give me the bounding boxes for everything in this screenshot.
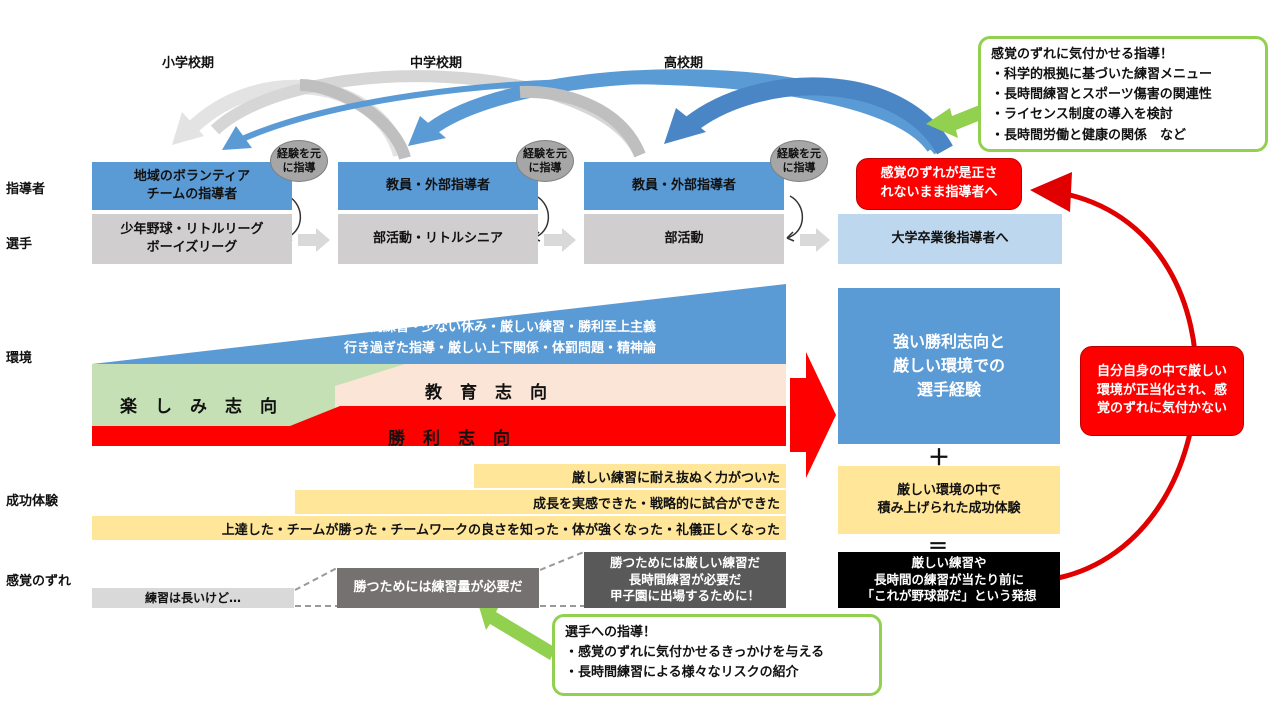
period-junior-high: 中学校期: [410, 56, 463, 71]
right-red-callout: 自分自身の中で厳しい 環境が正当化され、感 覚のずれに気付かない: [1080, 346, 1244, 436]
progress-arrows: [298, 228, 830, 252]
player-box-high: 部活動: [584, 214, 784, 264]
player-box-elementary: 少年野球・リトルリーグ ボーイズリーグ: [92, 214, 292, 264]
gap-result-box: 厳しい練習や 長時間の練習が当たり前に 「これが野球部だ」という発想: [838, 552, 1060, 608]
row-label-coach: 指導者: [6, 182, 46, 197]
experience-bubble: 経験を元 に指導: [516, 140, 574, 182]
victory-orientation: 勝利志向: [388, 429, 528, 449]
coach-box-elementary: 地域のボランティア チームの指導者: [92, 162, 292, 210]
period-elementary: 小学校期: [162, 56, 215, 71]
bottom-callout-title: 選手への指導！: [565, 625, 657, 640]
red-coach-box: 感覚のずれが是正さ れないまま指導者へ: [856, 158, 1022, 210]
coach-box-junior-high: 教員・外部指導者: [338, 162, 538, 210]
row-label-success: 成功体験: [6, 494, 59, 509]
plus-sign: ＋: [928, 446, 951, 471]
player-box-junior-high: 部活動・リトルシニア: [338, 214, 538, 264]
education-orientation: 教育志向: [425, 383, 565, 403]
return-arrows: [284, 195, 804, 242]
bottom-callout-item: ・感覚のずれに気付かせるきっかけを与える: [565, 645, 825, 661]
gap-box-junior-high: 勝つためには練習量が必要だ: [337, 568, 539, 608]
bottom-callout-item: ・長時間練習による様々なリスクの紹介: [565, 665, 799, 681]
experience-bubble: 経験を元 に指導: [270, 140, 328, 182]
row-label-environment: 環境: [6, 351, 33, 366]
player-box-after: 大学卒業後指導者へ: [838, 214, 1062, 264]
gap-box-high: 勝つためには厳しい練習だ 長時間練習が必要だ 甲子園に出場するために！: [584, 552, 786, 608]
gap-connectors: [294, 551, 585, 607]
success-row: 厳しい練習に耐え抜ぬく力がついた: [474, 464, 786, 488]
experience-bubble: 経験を元 に指導: [770, 140, 828, 182]
top-callout-item: ・科学的根拠に基づいた練習メニュー: [991, 67, 1213, 83]
curved-feedback-arrows: [172, 69, 953, 160]
top-callout-title: 感覚のずれに気付かせる指導！: [991, 47, 1174, 62]
top-callout-item: ・長時間労働と健康の関係 など: [991, 127, 1187, 143]
success-row: 成長を実感できた・戦略的に試合ができた: [295, 490, 786, 514]
gap-box-elementary: 練習は長いけど…: [92, 588, 294, 608]
row-label-gap: 感覚のずれ: [6, 574, 72, 589]
row-label-player: 選手: [6, 237, 33, 252]
success-result-box: 厳しい環境の中で 積み上げられた成功体験: [838, 466, 1060, 534]
environment-description: 長時間練習・少ない休み・厳しい練習・勝利至上主義 行き過ぎた指導・厳しい上下関係…: [343, 320, 656, 356]
fun-orientation: 楽しみ志向: [120, 397, 295, 417]
big-red-arrow: [790, 352, 836, 478]
top-callout: 感覚のずれに気付かせる指導！ ・科学的根拠に基づいた練習メニュー ・長時間練習と…: [978, 36, 1268, 152]
success-row: 上達した・チームが勝った・チームワークの良さを知った・体が強くなった・礼儀正しく…: [92, 516, 786, 540]
coach-box-high: 教員・外部指導者: [584, 162, 784, 210]
environment-bands: [92, 284, 786, 446]
result-box: 強い勝利志向と 厳しい環境での 選手経験: [838, 288, 1060, 444]
period-high: 高校期: [664, 56, 704, 71]
top-callout-item: ・長時間練習とスポーツ傷害の関連性: [991, 87, 1212, 103]
bottom-callout: 選手への指導！ ・感覚のずれに気付かせるきっかけを与える ・長時間練習による様々…: [552, 614, 882, 696]
top-callout-item: ・ライセンス制度の導入を検討: [991, 107, 1173, 123]
